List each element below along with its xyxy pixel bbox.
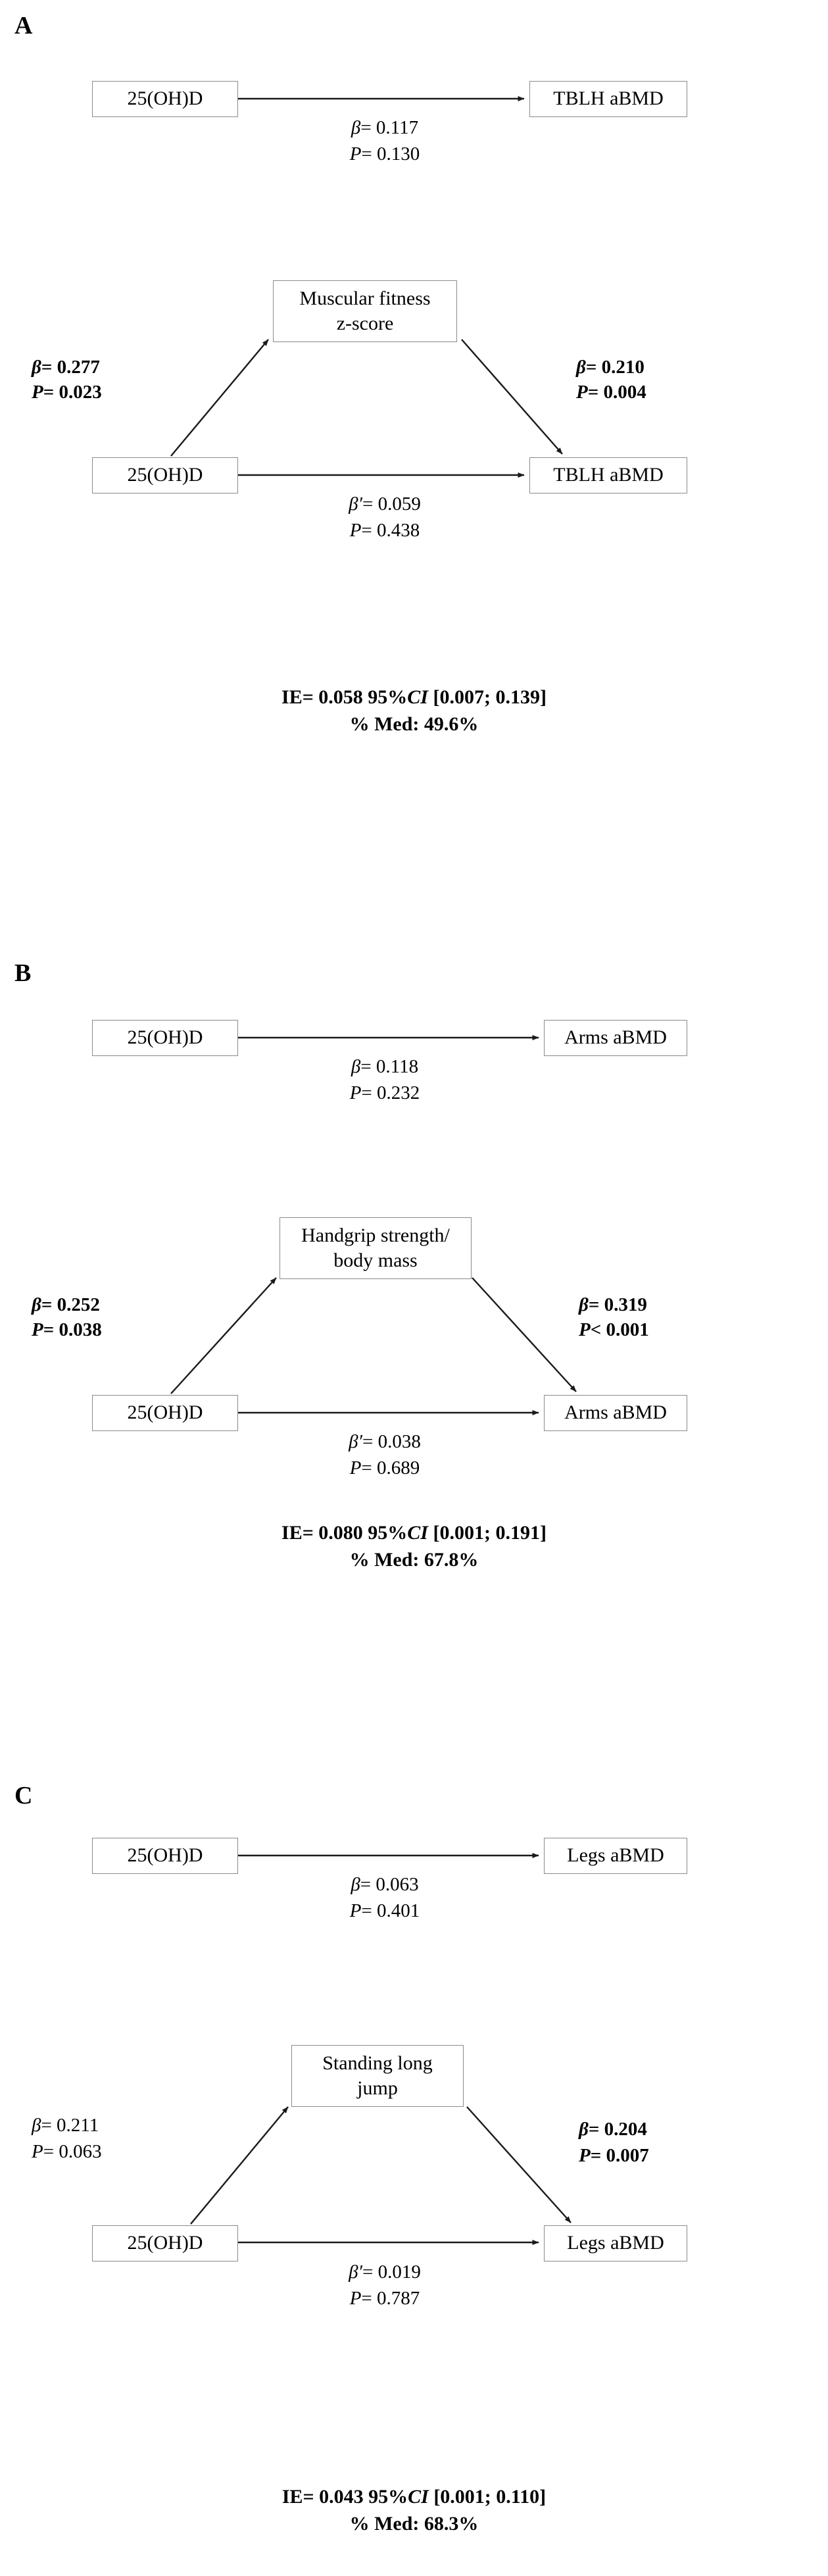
panel-c-b-path-p-label: P= 0.007 [579, 2145, 649, 2166]
panel-c-simple-p-label: P= 0.401 [349, 1900, 420, 1921]
panel-b-a-path-p-label: P= 0.038 [32, 1319, 102, 1340]
panel-a-a-path-beta-label: β= 0.277 [32, 357, 100, 378]
panel-a-mediator-box: Muscular fitness z-score [273, 280, 457, 342]
panel-c-mediator-box: Standing long jump [291, 2045, 464, 2107]
panel-b-simple-beta-label: β= 0.118 [351, 1056, 419, 1077]
panel-b-a-path-beta-label: β= 0.252 [32, 1294, 100, 1315]
panel-c-indirect-effect-summary: IE= 0.043 95%CI [0.001; 0.110] % Med: 68… [0, 2484, 828, 2537]
panel-a-c-prime-p-label: P= 0.438 [349, 520, 420, 541]
panel-b-b-path-arrow [472, 1277, 577, 1392]
panel-c-mediation-outcome-box: Legs aBMD [544, 2225, 687, 2261]
panel-b-simple-predictor-box: 25(OH)D [92, 1020, 238, 1056]
panel-a-ie-line: IE= 0.058 95%CI [0.007; 0.139] [0, 684, 828, 711]
panel-b-simple-p-label: P= 0.232 [349, 1082, 420, 1103]
panel-a-ie-value: IE= 0.058 95% [281, 686, 408, 708]
panel-a-mediation-predictor-box: 25(OH)D [92, 457, 238, 493]
panel-a-letter: A [14, 12, 33, 39]
panel-a-percent-mediated: % Med: 49.6% [349, 713, 479, 735]
panel-a-simple-beta-label: β= 0.117 [351, 117, 419, 138]
panel-b-percent-mediated: % Med: 67.8% [349, 1548, 479, 1571]
panel-c-simple-beta-label: β= 0.063 [351, 1874, 419, 1895]
panel-b-c-prime-beta-label: β′= 0.038 [349, 1431, 421, 1452]
panel-c-c-prime-p-label: P= 0.787 [349, 2288, 420, 2309]
panel-a-simple-outcome-box: TBLH aBMD [529, 81, 687, 117]
panel-c-ie-value: IE= 0.043 95% [281, 2486, 408, 2508]
panel-c-percent-mediated: % Med: 68.3% [349, 2512, 479, 2535]
panel-b-b-path-p-label: P< 0.001 [579, 1319, 649, 1340]
panel-a: A 25(OH)D TBLH aBMD β= 0.117 P= 0.130 Mu… [0, 0, 828, 855]
panel-c-c-prime-beta-label: β′= 0.019 [349, 2261, 421, 2283]
panel-c-simple-outcome-box: Legs aBMD [544, 1838, 687, 1874]
panel-b-ie-line: IE= 0.080 95%CI [0.001; 0.191] [0, 1520, 828, 1547]
panel-a-a-path-arrow [170, 339, 269, 457]
panel-b-mediation-predictor-box: 25(OH)D [92, 1395, 238, 1431]
panel-a-ci-label: CI [407, 686, 428, 708]
panel-a-b-path-beta-label: β= 0.210 [576, 357, 645, 378]
panel-b: B 25(OH)D Arms aBMD β= 0.118 P= 0.232 Ha… [0, 947, 828, 1770]
panel-b-c-prime-p-label: P= 0.689 [349, 1457, 420, 1478]
panel-c-a-path-p-label: P= 0.063 [32, 2141, 102, 2162]
panel-b-b-path-beta-label: β= 0.319 [579, 1294, 647, 1315]
panel-b-ie-value: IE= 0.080 95% [281, 1522, 408, 1544]
panel-b-simple-outcome-box: Arms aBMD [544, 1020, 687, 1056]
panel-b-ci-values: [0.001; 0.191] [427, 1522, 547, 1544]
panel-a-simple-predictor-box: 25(OH)D [92, 81, 238, 117]
panel-c-b-path-beta-label: β= 0.204 [579, 2119, 647, 2140]
panel-b-mediation-outcome-box: Arms aBMD [544, 1395, 687, 1431]
panel-a-simple-p-label: P= 0.130 [349, 143, 420, 164]
panel-c-b-path-arrow [466, 2106, 572, 2223]
panel-a-c-prime-beta-label: β′= 0.059 [349, 493, 421, 515]
panel-a-b-path-p-label: P= 0.004 [576, 382, 646, 403]
panel-c-ci-values: [0.001; 0.110] [428, 2486, 547, 2508]
panel-c-ie-line: IE= 0.043 95%CI [0.001; 0.110] [0, 2484, 828, 2511]
panel-c-mediation-predictor-box: 25(OH)D [92, 2225, 238, 2261]
panel-a-mediation-outcome-box: TBLH aBMD [529, 457, 687, 493]
panel-b-a-path-arrow [170, 1277, 277, 1394]
panel-a-b-path-arrow [461, 339, 563, 455]
panel-b-ci-label: CI [407, 1522, 428, 1544]
panel-a-indirect-effect-summary: IE= 0.058 95%CI [0.007; 0.139] % Med: 49… [0, 684, 828, 738]
panel-b-mediator-box: Handgrip strength/ body mass [280, 1217, 472, 1279]
panel-c: C 25(OH)D Legs aBMD β= 0.063 P= 0.401 St… [0, 1770, 828, 2576]
panel-b-indirect-effect-summary: IE= 0.080 95%CI [0.001; 0.191] % Med: 67… [0, 1520, 828, 1573]
panel-c-simple-predictor-box: 25(OH)D [92, 1838, 238, 1874]
panel-c-a-path-beta-label: β= 0.211 [32, 2115, 99, 2136]
panel-a-a-path-p-label: P= 0.023 [32, 382, 102, 403]
panel-a-ci-values: [0.007; 0.139] [427, 686, 547, 708]
panel-c-a-path-arrow [190, 2106, 289, 2225]
panel-c-ci-label: CI [408, 2486, 429, 2508]
panel-c-letter: C [14, 1782, 33, 1809]
panel-b-letter: B [14, 959, 32, 987]
